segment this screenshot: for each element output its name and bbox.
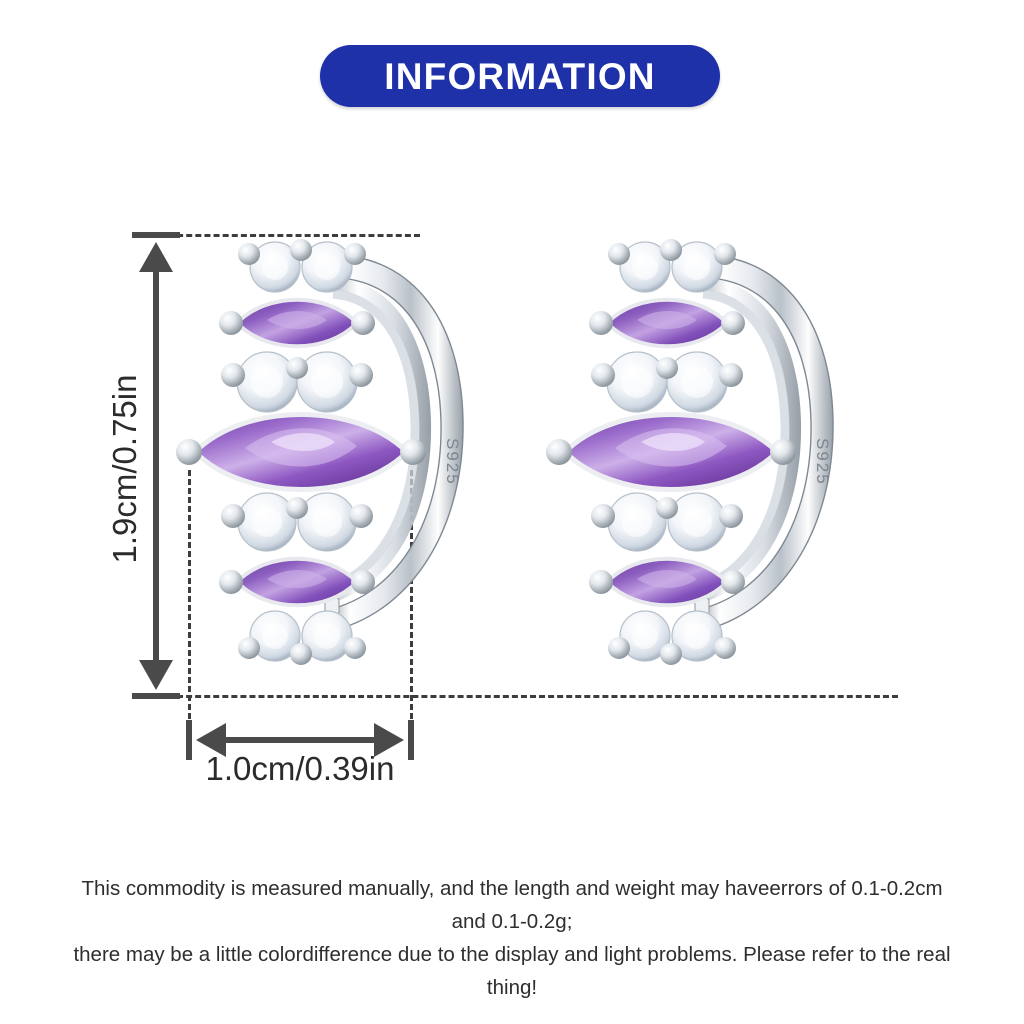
width-dimension-label: 1.0cm/0.39in — [205, 750, 395, 787]
width-endbar-left — [186, 720, 192, 760]
height-dimension-label: 1.9cm/0.75in — [106, 374, 143, 564]
height-bottom-cap — [132, 693, 180, 699]
dimension-annotations: 1.9cm/0.75in 1.0cm/0.39in — [0, 150, 1024, 850]
measurement-disclaimer: This commodity is measured manually, and… — [62, 872, 962, 1004]
earring-right: S925 — [545, 220, 875, 690]
width-guide-right — [410, 470, 413, 755]
disclaimer-line-2: there may be a little colordifference du… — [73, 943, 951, 999]
earring-left: S925 — [175, 220, 505, 690]
disclaimer-line-1: This commodity is measured manually, and… — [81, 877, 943, 933]
width-arrow-left — [196, 723, 226, 757]
information-banner: INFORMATION — [320, 45, 720, 107]
height-arrow-up — [139, 242, 173, 272]
height-arrow-down — [139, 660, 173, 690]
width-guide-left — [188, 470, 191, 755]
stone-cluster — [176, 239, 426, 665]
width-endbar-right — [408, 720, 414, 760]
top-extension-line — [168, 234, 420, 237]
width-shaft — [222, 737, 378, 743]
product-image-stage: 1.9cm/0.75in 1.0cm/0.39in — [0, 150, 1024, 850]
hallmark-s925: S925 — [443, 438, 462, 486]
stone-cluster — [546, 239, 796, 665]
hallmark-s925: S925 — [813, 438, 832, 486]
height-top-cap — [132, 232, 180, 238]
width-arrow-right — [374, 723, 404, 757]
height-shaft — [153, 268, 159, 668]
bottom-extension-line — [168, 695, 898, 698]
page-title: INFORMATION — [384, 55, 656, 97]
